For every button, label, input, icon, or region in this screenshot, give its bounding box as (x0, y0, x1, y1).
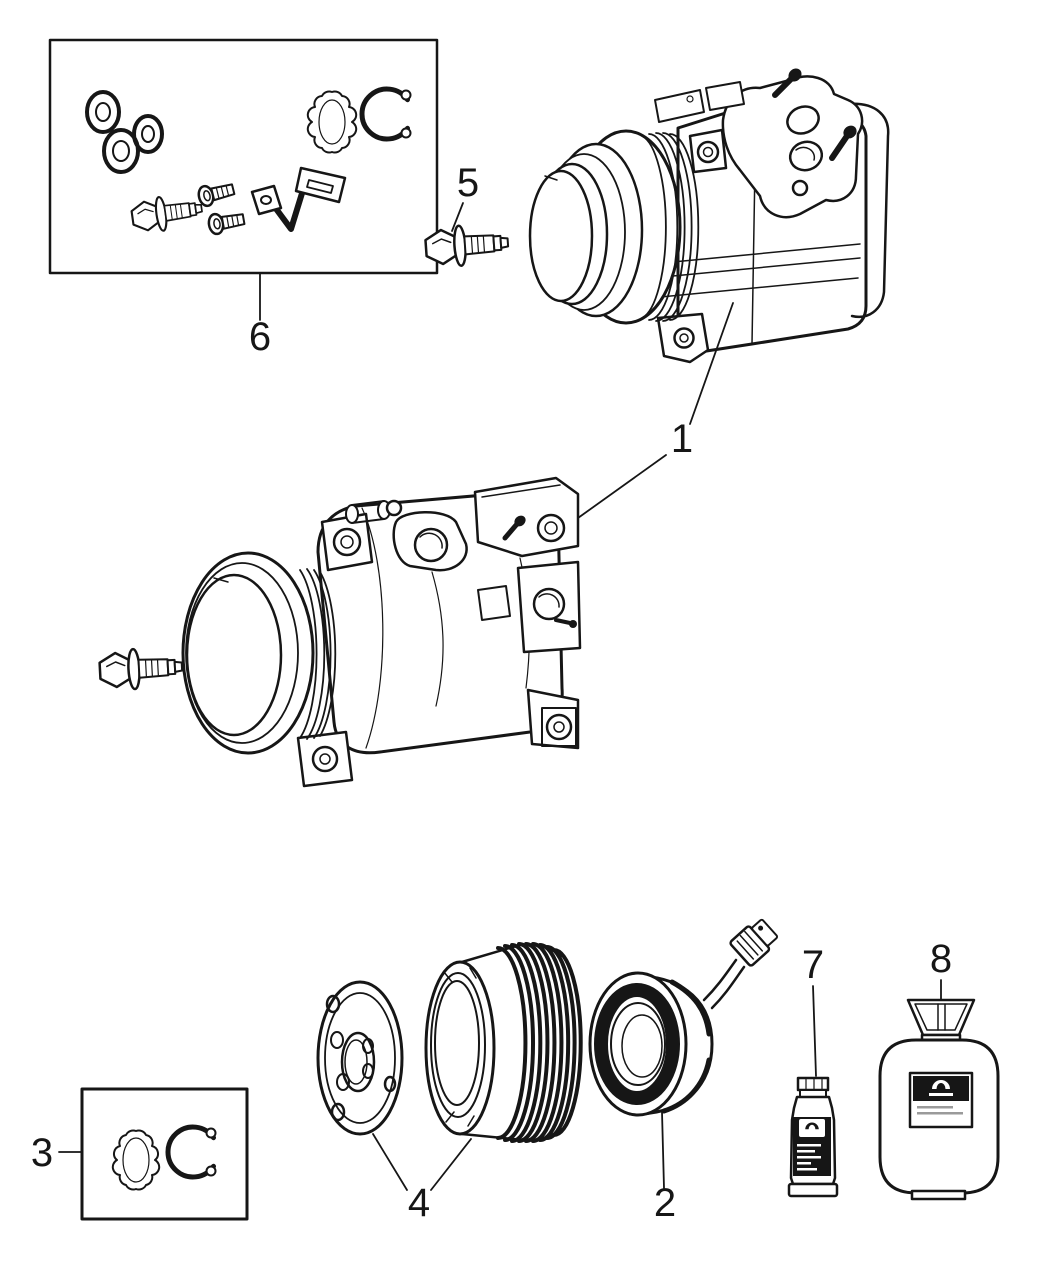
oil-bottle-7: 7 (787, 943, 839, 1198)
callout-3: 3 (31, 1131, 53, 1175)
clutch-plate (316, 980, 404, 1136)
kit-hex-bolt (129, 190, 205, 236)
pulley-front-cap (185, 573, 283, 737)
drive-pulley (528, 129, 700, 325)
body-contour-lines (649, 243, 861, 299)
clutch-pulley (424, 942, 583, 1143)
oring-seal-1 (85, 90, 121, 134)
refrigerant-tank-8: 8 (878, 937, 1000, 1201)
bottle-cap (796, 1076, 830, 1092)
port-hole-1 (786, 105, 820, 135)
oring-seal-3 (132, 114, 164, 154)
callout-1-group: 1 (577, 302, 734, 519)
callout-8: 8 (930, 937, 952, 981)
ac-compressor-rear-view (528, 68, 890, 364)
bottom-right-ear (526, 688, 580, 750)
oring-seal-2 (102, 128, 140, 174)
plate-rim (316, 980, 404, 1136)
hub-hole (340, 1031, 376, 1093)
leader-line-4b (430, 1138, 472, 1191)
coil-wire-connector (702, 918, 779, 1010)
coil-winding-band (594, 983, 680, 1105)
leader-line-5 (451, 202, 464, 232)
kit-screw-1 (195, 178, 237, 209)
leader-line-1a (689, 302, 734, 425)
pulley-bolt (97, 645, 185, 693)
port-hole-2 (788, 140, 824, 172)
tank-handle (906, 998, 976, 1045)
bottle-base (787, 1182, 839, 1198)
ac-compressor-front-view (97, 476, 582, 788)
hardware-kit-box-6: 6 (48, 38, 439, 359)
callout-6: 6 (249, 315, 271, 359)
kit-box-outline (80, 1087, 249, 1221)
tank-foot (910, 1189, 967, 1201)
leader-line-7 (812, 985, 817, 1077)
rear-manifold (721, 68, 864, 219)
callout-4-group: 4 (372, 1133, 472, 1225)
leader-line-2 (661, 1111, 665, 1189)
callout-2: 2 (654, 1181, 676, 1225)
mounting-stud-2 (829, 125, 857, 161)
pulley-bolt-5: 5 (423, 161, 511, 270)
callout-5: 5 (457, 161, 479, 205)
leader-line-4a (372, 1133, 408, 1191)
top-cylinder (345, 499, 403, 524)
top-right-bracket (473, 476, 580, 558)
crinkle-gasket (306, 90, 358, 154)
mounting-stud-1 (772, 68, 802, 98)
drive-pulley (181, 551, 337, 755)
leader-line-1b (577, 454, 667, 519)
small-hole (791, 179, 809, 197)
callout-7: 7 (802, 943, 824, 987)
mounting-bracket (250, 166, 347, 232)
pulley-face (434, 980, 480, 1106)
seal-kit-box-3: 3 (31, 1087, 249, 1221)
pulley-front-cap (528, 169, 594, 303)
black-tip-pin (554, 618, 572, 625)
kit-box-outline (48, 38, 439, 275)
pulley-rib-grooves (299, 568, 337, 740)
mopar-logo (932, 1080, 950, 1089)
bottom-left-ear (296, 730, 354, 788)
mopar-logo (805, 1122, 819, 1130)
compressor-body (316, 490, 564, 755)
side-pad (477, 585, 511, 621)
callout-4: 4 (408, 1181, 430, 1225)
center-port (392, 511, 468, 572)
kit-screw-2 (206, 208, 247, 237)
side-port (516, 560, 582, 654)
snap-ring (165, 1124, 217, 1180)
pulley-rib-grooves (641, 132, 700, 322)
top-brackets (654, 81, 745, 174)
mounting-lug (656, 312, 710, 364)
black-tip-stud (502, 521, 520, 541)
crinkle-gasket (111, 1129, 161, 1191)
snap-ring (359, 86, 412, 142)
groove-band (496, 942, 583, 1143)
right-casting-edge (846, 102, 890, 319)
callout-1: 1 (671, 417, 693, 461)
clutch-coil: 2 (588, 918, 779, 1225)
